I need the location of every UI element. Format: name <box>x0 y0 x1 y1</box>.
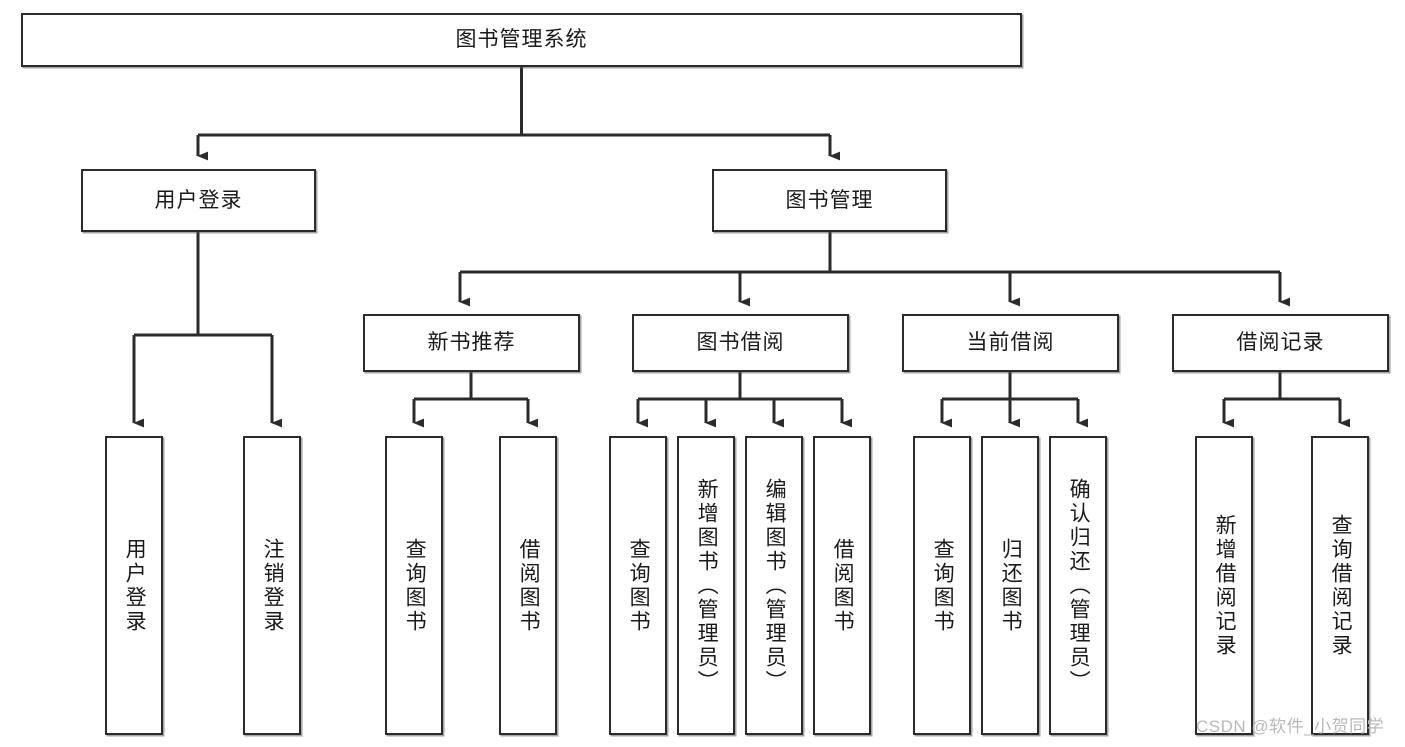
node-root-system-label: 图书管理系统 <box>455 28 588 52</box>
node-root-system[interactable]: 图书管理系统 <box>21 13 1022 67</box>
node-current-borrow-label: 当前借阅 <box>966 331 1055 355</box>
leaf-recommend-borrow-book[interactable]: 借阅图书 <box>499 436 557 735</box>
leaf-borrow-add-book-label: 新增图书（管理员） <box>695 477 719 694</box>
node-user-login-label: 用户登录 <box>154 188 243 212</box>
leaf-current-return-book[interactable]: 归还图书 <box>981 436 1039 735</box>
leaf-user-login-logout[interactable]: 注销登录 <box>243 436 301 735</box>
leaf-recommend-borrow-book-label: 借阅图书 <box>517 537 541 634</box>
node-book-borrow[interactable]: 图书借阅 <box>632 314 849 372</box>
node-current-borrow[interactable]: 当前借阅 <box>902 314 1119 372</box>
leaf-borrow-query-book-label: 查询图书 <box>627 537 651 634</box>
node-borrow-record[interactable]: 借阅记录 <box>1172 314 1389 372</box>
leaf-current-return-book-label: 归还图书 <box>999 537 1023 634</box>
leaf-borrow-borrow-book[interactable]: 借阅图书 <box>813 436 871 735</box>
leaf-borrow-query-book[interactable]: 查询图书 <box>609 436 667 735</box>
leaf-user-login-login[interactable]: 用户登录 <box>105 436 163 735</box>
leaf-user-login-logout-label: 注销登录 <box>261 537 285 634</box>
node-book-management[interactable]: 图书管理 <box>712 169 947 232</box>
leaf-borrow-add-book[interactable]: 新增图书（管理员） <box>677 436 735 735</box>
leaf-record-query-record[interactable]: 查询借阅记录 <box>1311 436 1369 735</box>
leaf-recommend-query-book[interactable]: 查询图书 <box>385 436 443 735</box>
leaf-borrow-edit-book-label: 编辑图书（管理员） <box>763 477 787 694</box>
leaf-record-add-record-label: 新增借阅记录 <box>1213 513 1237 658</box>
leaf-current-query-book[interactable]: 查询图书 <box>913 436 971 735</box>
leaf-current-confirm-return[interactable]: 确认归还（管理员） <box>1049 436 1107 735</box>
leaf-user-login-login-label: 用户登录 <box>123 537 147 634</box>
watermark-text: CSDN @软件_小贺同学 <box>1196 717 1385 736</box>
node-new-book-recommend[interactable]: 新书推荐 <box>363 314 580 372</box>
leaf-record-query-record-label: 查询借阅记录 <box>1329 513 1353 658</box>
leaf-recommend-query-book-label: 查询图书 <box>403 537 427 634</box>
leaf-current-query-book-label: 查询图书 <box>931 537 955 634</box>
node-new-book-recommend-label: 新书推荐 <box>427 331 516 355</box>
node-borrow-record-label: 借阅记录 <box>1236 331 1325 355</box>
leaf-record-add-record[interactable]: 新增借阅记录 <box>1195 436 1253 735</box>
leaf-borrow-edit-book[interactable]: 编辑图书（管理员） <box>745 436 803 735</box>
node-book-borrow-label: 图书借阅 <box>696 331 785 355</box>
leaf-current-confirm-return-label: 确认归还（管理员） <box>1067 477 1091 694</box>
leaf-borrow-borrow-book-label: 借阅图书 <box>831 537 855 634</box>
node-book-management-label: 图书管理 <box>785 188 874 212</box>
node-user-login[interactable]: 用户登录 <box>81 169 316 232</box>
